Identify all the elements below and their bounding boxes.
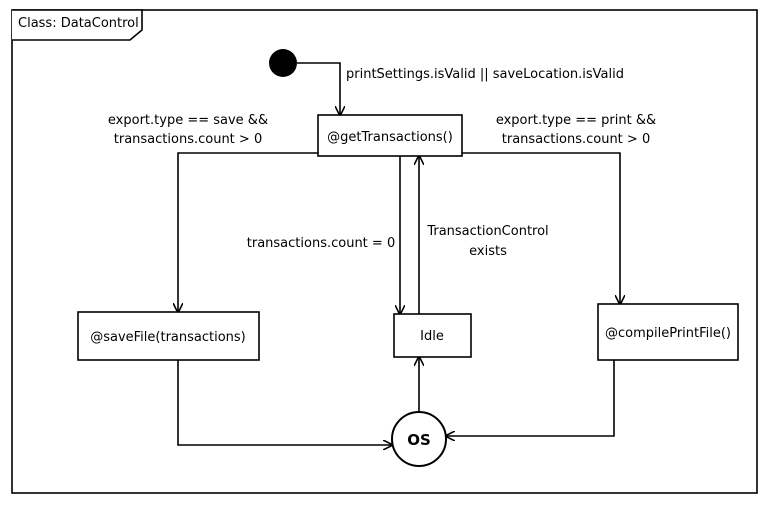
print-guard-label-line1: export.type == print && [496, 113, 656, 128]
print-guard-label-line2: transactions.count > 0 [502, 132, 650, 147]
state-save-file [77, 311, 260, 361]
tc-exists-label-line1: TransactionControl [426, 224, 548, 239]
os-node [391, 411, 447, 467]
state-idle [393, 313, 472, 358]
state-get-transactions [317, 114, 463, 157]
tc-exists-label-line2: exists [469, 244, 507, 259]
print-transition [462, 152, 620, 304]
initial-transition [297, 62, 340, 115]
savefile-to-os-edge [177, 360, 392, 445]
initial-guard-label: printSettings.isValid || saveLocation.is… [346, 67, 624, 82]
printfile-to-os-edge [446, 360, 615, 436]
state-idle-label: Idle [420, 329, 444, 344]
empty-guard-label: transactions.count = 0 [247, 236, 395, 251]
state-compile-print-label: @compilePrintFile() [605, 326, 731, 341]
save-transition [178, 152, 318, 312]
save-guard-label-line1: export.type == save && [108, 113, 268, 128]
state-save-file-label: @saveFile(transactions) [90, 330, 246, 345]
state-compile-print [597, 303, 739, 361]
save-guard-label-line2: transactions.count > 0 [114, 132, 262, 147]
os-node-label: OS [407, 431, 431, 449]
frame-tab [12, 9, 143, 41]
state-get-transactions-label: @getTransactions() [327, 130, 453, 145]
frame-label: Class: DataControl [18, 16, 139, 31]
initial-node [269, 49, 297, 77]
diagram-frame [11, 9, 758, 494]
